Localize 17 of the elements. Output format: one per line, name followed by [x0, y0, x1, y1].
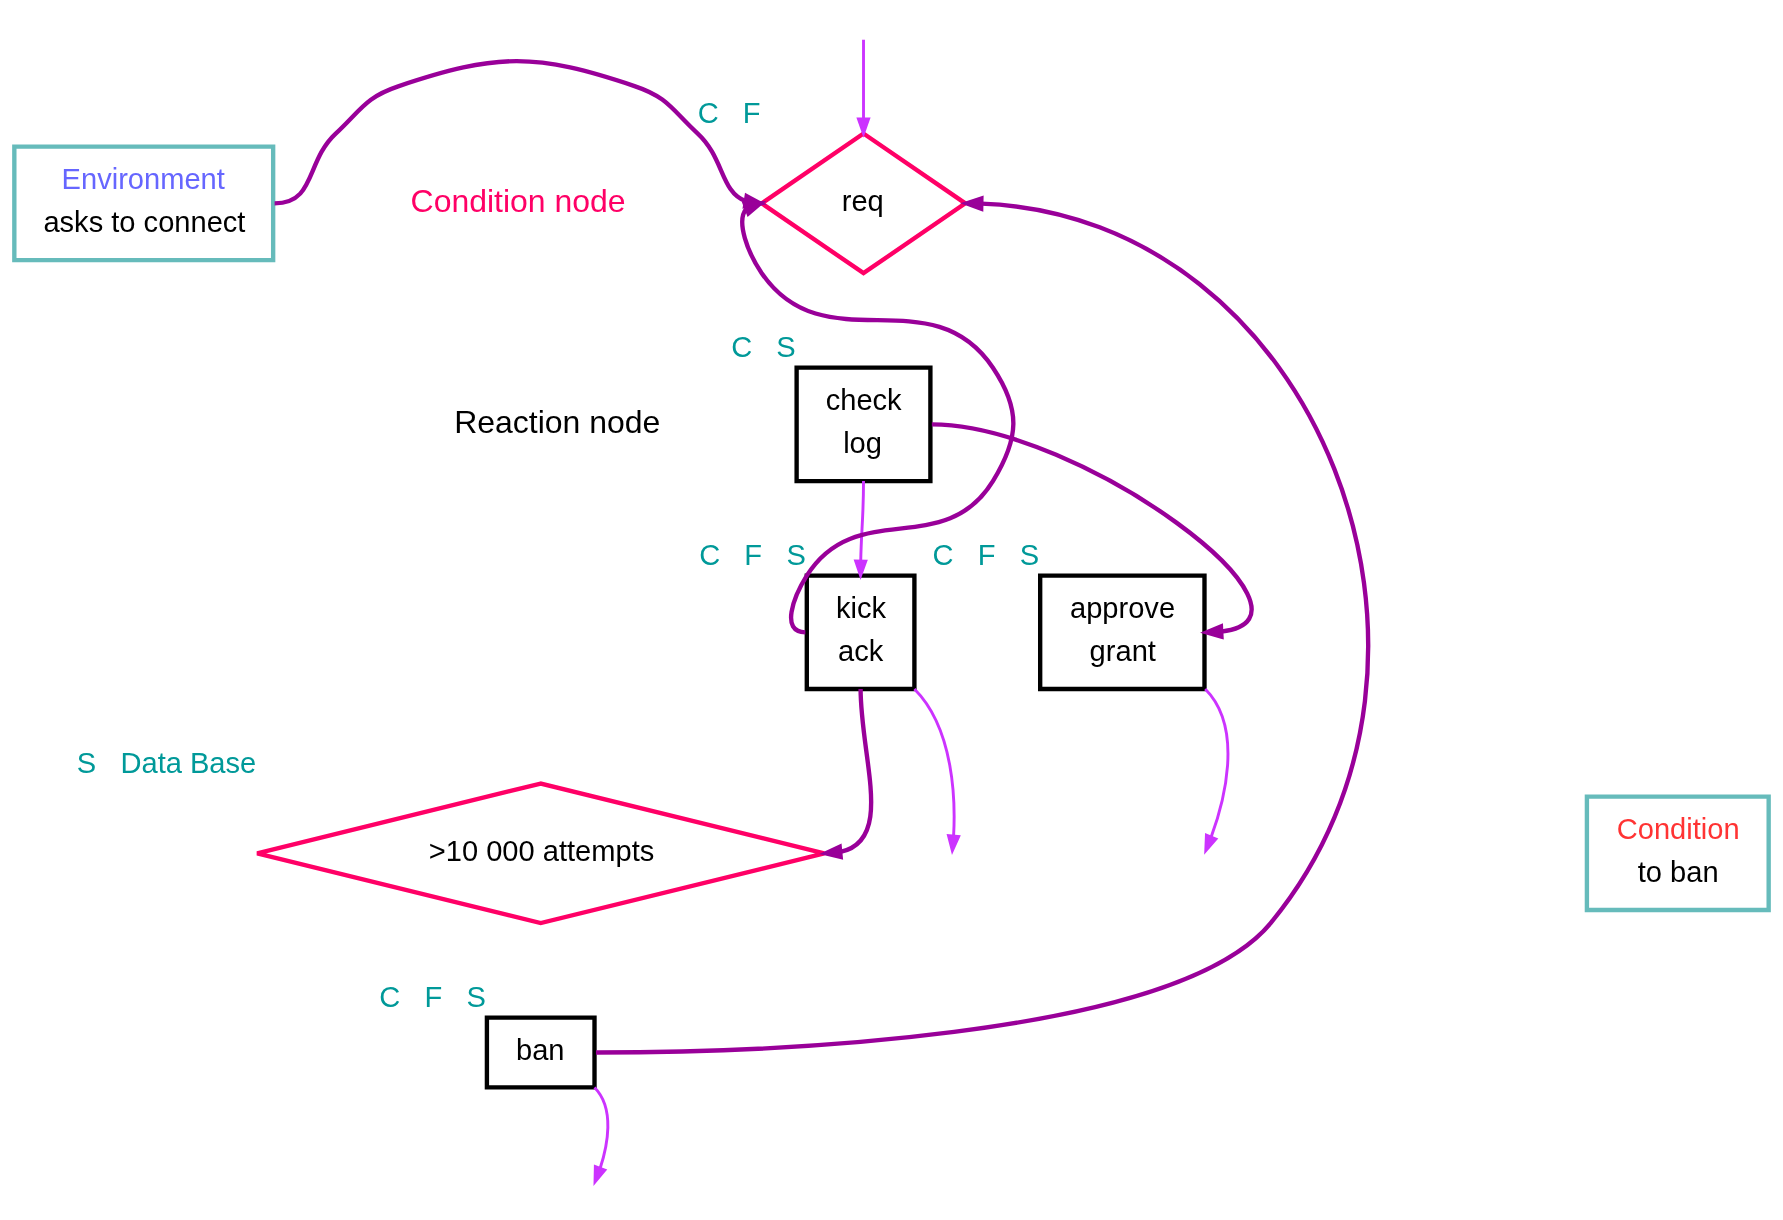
node-label: S: [786, 538, 806, 571]
label: Condition node: [410, 182, 626, 218]
label: Reaction node: [454, 403, 661, 440]
node-label: C: [699, 538, 721, 571]
node-label: C: [932, 538, 954, 571]
node-label: F: [744, 538, 763, 571]
node-label: S: [1019, 538, 1040, 571]
node-label: F: [977, 538, 996, 571]
node-label: C: [697, 96, 719, 129]
node-label: S: [776, 330, 796, 363]
node-label: S: [76, 746, 97, 779]
node-label: Data Base: [120, 746, 257, 779]
node-label: C: [379, 980, 401, 1013]
node-label: C: [731, 330, 753, 363]
node-label: S: [466, 980, 486, 1013]
node-label: F: [424, 980, 443, 1013]
node-label: F: [742, 96, 761, 129]
